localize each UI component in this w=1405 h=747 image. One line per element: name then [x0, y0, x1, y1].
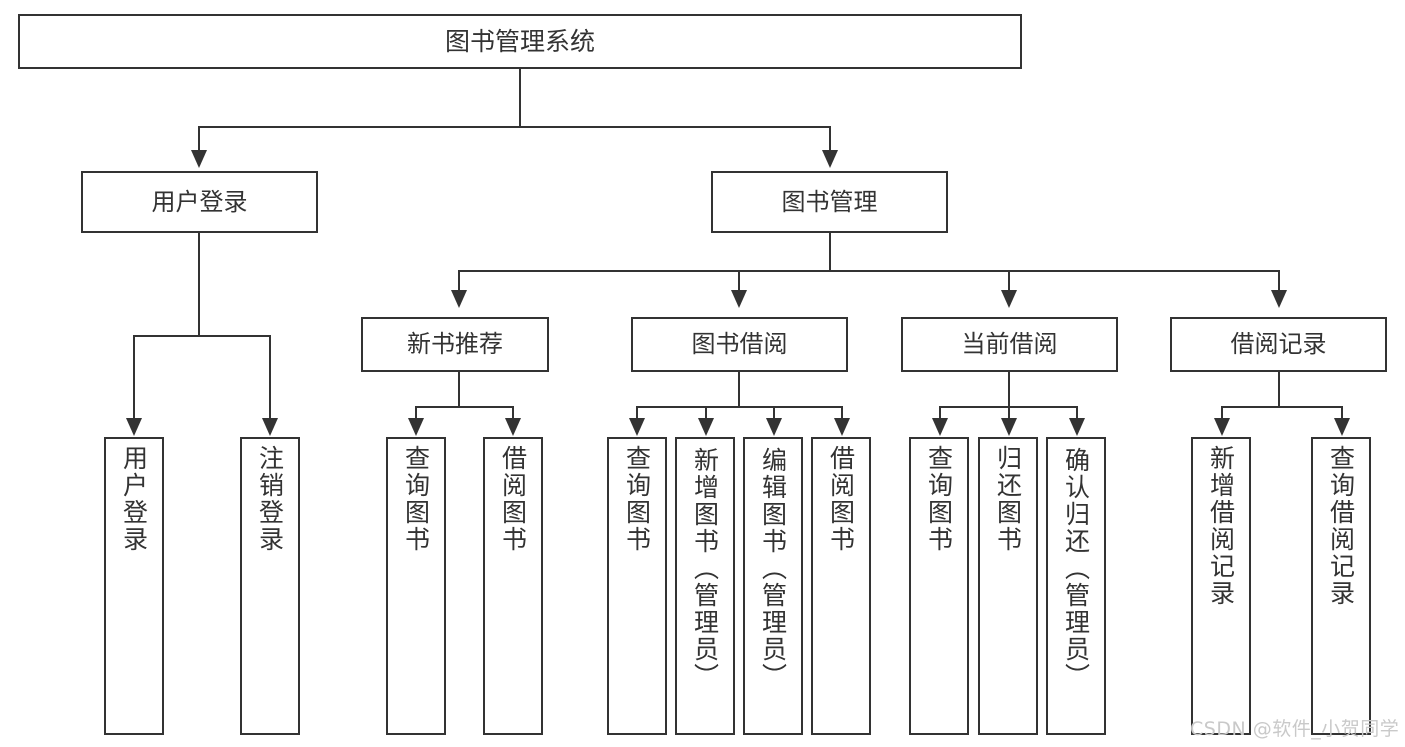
edge-user-login-leaf-2 [269, 335, 271, 420]
edge-to-user-login [198, 126, 200, 152]
arrow-to-book-borrow [731, 290, 747, 308]
arrow-current-borrow-leaf-2 [1001, 418, 1017, 436]
arrow-current-borrow-leaf-1 [932, 418, 948, 436]
arrow-book-borrow-leaf-3 [766, 418, 782, 436]
leaf-return-book[interactable]: 归还图书 [978, 437, 1038, 735]
leaf-borrow-book[interactable]: 借阅图书 [811, 437, 871, 735]
edge-book-borrow-leaf-3 [773, 406, 775, 420]
node-label: 查询图书 [924, 445, 954, 553]
arrow-borrow-record-leaf-1 [1214, 418, 1230, 436]
edge-to-borrow-record [1278, 270, 1280, 292]
node-user-login[interactable]: 用户登录 [81, 171, 318, 233]
arrow-to-new-book [451, 290, 467, 308]
edge-to-book-borrow [738, 270, 740, 292]
leaf-add-book-admin[interactable]: 新增图书（管理员） [675, 437, 735, 735]
edge-to-book-management [829, 126, 831, 152]
edge-borrow-record-bar [1221, 406, 1343, 408]
arrow-to-book-management [822, 150, 838, 168]
node-label: 新增图书（管理员） [690, 447, 720, 690]
node-label: 查询借阅记录 [1326, 445, 1356, 607]
node-book-management[interactable]: 图书管理 [711, 171, 948, 233]
node-label: 新书推荐 [407, 330, 503, 359]
edge-to-current-borrow [1008, 270, 1010, 292]
node-label: 借阅图书 [826, 445, 856, 553]
arrow-borrow-record-leaf-2 [1334, 418, 1350, 436]
csdn-watermark: CSDN @软件_小贺同学 [1190, 718, 1400, 740]
node-borrow-record[interactable]: 借阅记录 [1170, 317, 1387, 372]
edge-book-borrow-leaf-1 [636, 406, 638, 420]
edge-current-borrow-stem [1008, 372, 1010, 408]
leaf-borrow-book-recommend[interactable]: 借阅图书 [483, 437, 543, 735]
edge-current-borrow-leaf-3 [1076, 406, 1078, 420]
leaf-user-login[interactable]: 用户登录 [104, 437, 164, 735]
arrow-to-current-borrow [1001, 290, 1017, 308]
edge-new-book-bar [415, 406, 514, 408]
edge-borrow-record-leaf-1 [1221, 406, 1223, 420]
arrow-new-book-leaf-2 [505, 418, 521, 436]
leaf-query-book-recommend[interactable]: 查询图书 [386, 437, 446, 735]
edge-borrow-record-leaf-2 [1341, 406, 1343, 420]
edge-user-login-leaf-1 [133, 335, 135, 420]
leaf-add-borrow-record[interactable]: 新增借阅记录 [1191, 437, 1251, 735]
edge-book-borrow-stem [738, 372, 740, 408]
edge-current-borrow-leaf-2 [1008, 406, 1010, 420]
leaf-query-book-current[interactable]: 查询图书 [909, 437, 969, 735]
node-label: 借阅图书 [498, 445, 528, 553]
node-current-borrow[interactable]: 当前借阅 [901, 317, 1118, 372]
node-new-book-recommend[interactable]: 新书推荐 [361, 317, 549, 372]
node-label: 注销登录 [255, 445, 285, 553]
node-label: 图书管理系统 [444, 26, 595, 56]
node-label: 新增借阅记录 [1206, 445, 1236, 607]
edge-new-book-leaf-1 [415, 406, 417, 420]
node-label: 查询图书 [622, 445, 652, 553]
node-label: 查询图书 [401, 445, 431, 553]
edge-current-borrow-leaf-1 [939, 406, 941, 420]
node-label: 图书借阅 [691, 330, 788, 359]
leaf-edit-book-admin[interactable]: 编辑图书（管理员） [743, 437, 803, 735]
arrow-book-borrow-leaf-4 [834, 418, 850, 436]
edge-new-book-leaf-2 [512, 406, 514, 420]
node-book-borrow[interactable]: 图书借阅 [631, 317, 848, 372]
node-label: 用户登录 [119, 445, 149, 553]
edge-new-book-stem [458, 372, 460, 408]
edge-borrow-record-stem [1278, 372, 1280, 408]
arrow-book-borrow-leaf-1 [629, 418, 645, 436]
arrow-new-book-leaf-1 [408, 418, 424, 436]
leaf-confirm-return-admin[interactable]: 确认归还（管理员） [1046, 437, 1106, 735]
node-label: 归还图书 [993, 445, 1023, 553]
edge-root-stem [519, 69, 521, 127]
node-label: 编辑图书（管理员） [758, 447, 788, 690]
leaf-logout[interactable]: 注销登录 [240, 437, 300, 735]
node-label: 确认归还（管理员） [1061, 447, 1091, 690]
edge-tier3-bar [458, 270, 1280, 272]
arrow-current-borrow-leaf-3 [1069, 418, 1085, 436]
arrow-to-user-login [191, 150, 207, 168]
arrow-user-login-leaf-1 [126, 418, 142, 436]
arrow-to-borrow-record [1271, 290, 1287, 308]
node-label: 借阅记录 [1230, 330, 1327, 359]
arrow-user-login-leaf-2 [262, 418, 278, 436]
node-label: 图书管理 [781, 187, 878, 216]
edge-tier2-bar [198, 126, 830, 128]
node-label: 当前借阅 [961, 330, 1058, 359]
edge-book-borrow-leaf-2 [705, 406, 707, 420]
edge-user-login-bar [133, 335, 270, 337]
edge-to-new-book [458, 270, 460, 292]
edge-book-management-stem [829, 233, 831, 271]
node-label: 用户登录 [151, 187, 248, 216]
edge-user-login-stem [198, 233, 200, 336]
node-book-management-system[interactable]: 图书管理系统 [18, 14, 1022, 69]
edge-book-borrow-leaf-4 [841, 406, 843, 420]
arrow-book-borrow-leaf-2 [698, 418, 714, 436]
edge-book-borrow-bar [636, 406, 843, 408]
leaf-query-borrow-record[interactable]: 查询借阅记录 [1311, 437, 1371, 735]
leaf-query-book-borrow[interactable]: 查询图书 [607, 437, 667, 735]
